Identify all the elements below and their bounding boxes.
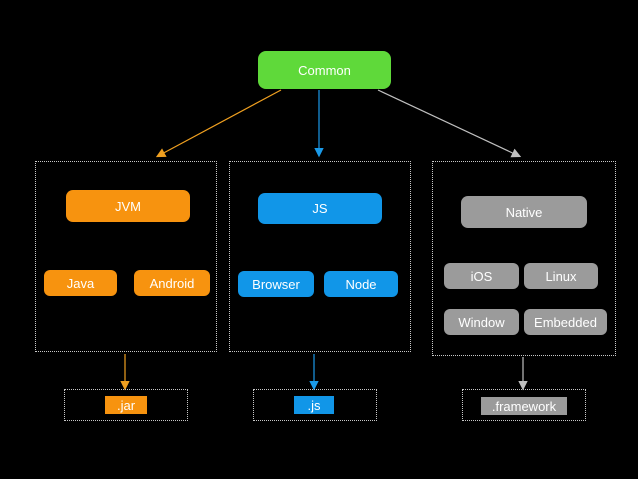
framework-output-label: .framework [481,397,567,415]
browser-node: Browser [238,271,314,297]
arrow-common-to-native [377,89,522,158]
jar-output-label: .jar [105,396,147,414]
jvm-group [35,161,217,352]
embedded-node: Embedded [524,309,607,335]
native-group [432,161,616,356]
window-node: Window [444,309,519,335]
java-node: Java [44,270,117,296]
framework-output-box [462,389,586,421]
js-group [229,161,411,352]
jvm-node: JVM [66,190,190,222]
android-node: Android [134,270,210,296]
js-node: JS [258,193,382,224]
js-output-label: .js [294,396,334,414]
js-output-box [253,389,377,421]
native-node: Native [461,196,587,228]
ios-node: iOS [444,263,519,289]
node-node: Node [324,271,398,297]
common-node: Common [258,51,391,89]
arrow-common-to-jvm [155,89,282,158]
jar-output-box [64,389,188,421]
linux-node: Linux [524,263,598,289]
